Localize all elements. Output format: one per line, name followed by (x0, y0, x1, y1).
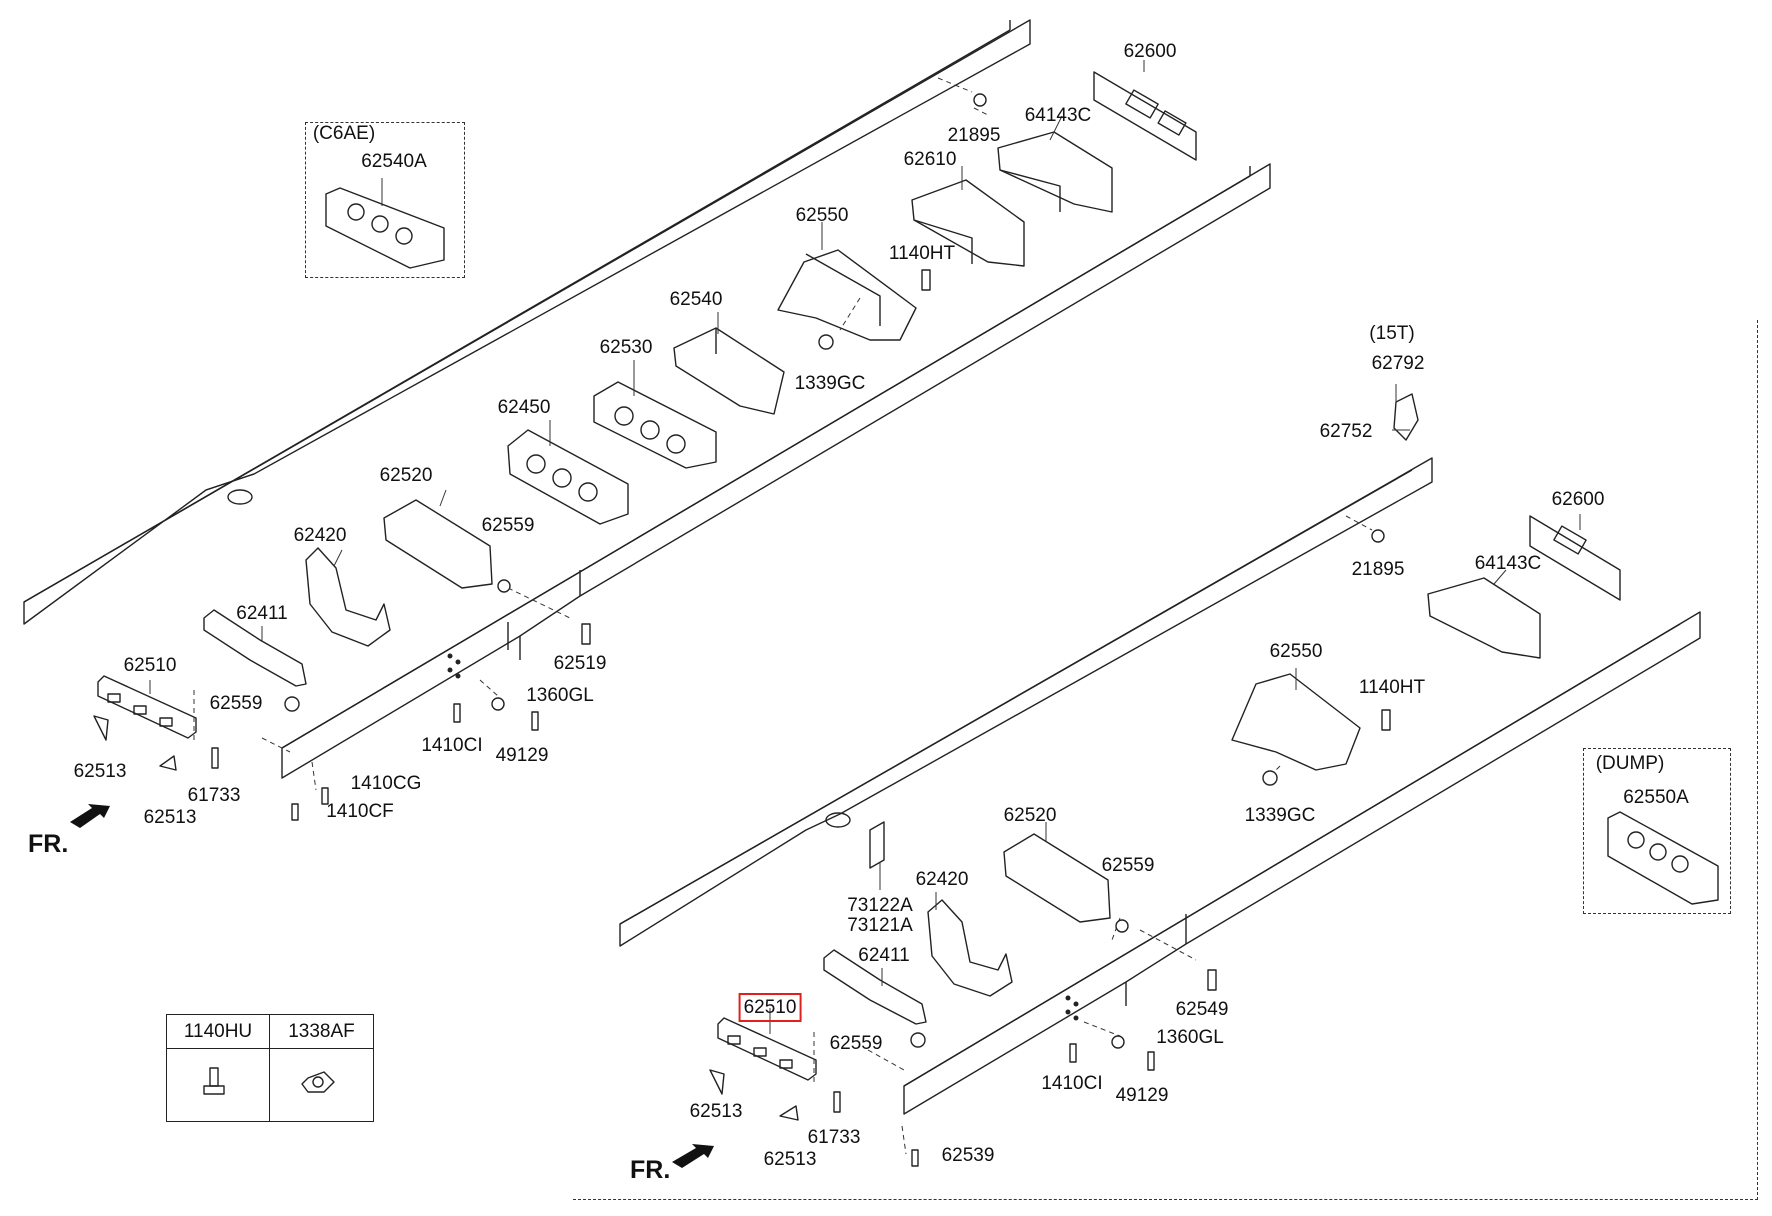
part-label: 62450 (497, 397, 551, 418)
part-label: 62559 (481, 515, 535, 536)
part-label: 62540A (361, 151, 427, 172)
crossmember-62550a (1607, 811, 1719, 905)
part-label: 1410CG (350, 773, 422, 794)
legend-header: 1338AF (270, 1015, 373, 1049)
part-label: 62520 (379, 465, 433, 486)
part-label: 62549 (1175, 999, 1229, 1020)
part-label: 21895 (1351, 559, 1405, 580)
inset-c6ae-frame (305, 122, 465, 278)
legend-header: 1140HU (167, 1015, 270, 1049)
part-label: 62519 (553, 653, 607, 674)
part-label: 62520 (1003, 805, 1057, 826)
part-label: 62550A (1623, 787, 1689, 808)
crossmember-62540 (673, 327, 785, 415)
crossmember-62450 (507, 429, 629, 525)
crossmember-62411-lower (823, 949, 927, 1025)
highlighted-part-label: 62510 (738, 993, 802, 1022)
part-label: 62513 (143, 807, 197, 828)
legend-cell-bolt (167, 1049, 270, 1121)
part-label: 62539 (941, 1145, 995, 1166)
part-label: 62550 (795, 205, 849, 226)
part-label: 62510 (123, 655, 177, 676)
crossmember-62530 (593, 381, 717, 469)
part-label: 62530 (599, 337, 653, 358)
left-side-rail-lower (619, 457, 1433, 947)
crossmember-62510-upper (97, 675, 197, 739)
bracket-73122a (869, 821, 885, 869)
bolt-icon (203, 1067, 225, 1095)
crossmember-62550-lower (1231, 673, 1361, 771)
part-label: 62540 (669, 289, 723, 310)
part-label: 1410CF (326, 801, 394, 822)
inset-c6ae-label: (C6AE) (312, 123, 376, 144)
part-label: 62559 (209, 693, 263, 714)
part-label: 64143C (1474, 553, 1542, 574)
crossmember-62600-upper (1093, 71, 1197, 161)
part-label: 1339GC (794, 373, 866, 394)
part-label: 1410CI (1041, 1073, 1103, 1094)
fastener-legend-table: 1140HU 1338AF (166, 1014, 374, 1122)
part-label: 62559 (1101, 855, 1155, 876)
crossmember-62600-lower (1529, 515, 1621, 601)
part-label: 62752 (1319, 421, 1373, 442)
part-label: 1339GC (1244, 805, 1316, 826)
inset-dump-frame (1583, 748, 1731, 914)
part-label: 49129 (495, 745, 549, 766)
crossmember-64143c-upper (997, 131, 1113, 213)
part-label: 62600 (1551, 489, 1605, 510)
front-label: FR. (28, 830, 69, 858)
part-label: 73121A (847, 915, 913, 936)
crossmember-62520-upper (383, 499, 493, 589)
legend-cell-nut (270, 1049, 373, 1121)
part-label: 21895 (947, 125, 1001, 146)
crossmember-64143c-lower (1427, 577, 1541, 659)
front-arrow-icon (70, 804, 714, 1168)
tow-hook-62792 (1393, 393, 1419, 441)
part-label: 62420 (915, 869, 969, 890)
part-label: 1360GL (1156, 1027, 1224, 1048)
front-label: FR. (630, 1156, 671, 1184)
nut-icon (301, 1071, 335, 1093)
part-label: 49129 (1115, 1085, 1169, 1106)
part-label: 1140HT (888, 243, 956, 264)
part-label: 62600 (1123, 41, 1177, 62)
part-label: 61733 (187, 785, 241, 806)
part-label: 64143C (1024, 105, 1092, 126)
part-label: 62610 (903, 149, 957, 170)
part-label: 1140HT (1358, 677, 1426, 698)
part-label: 62420 (293, 525, 347, 546)
part-label: 62550 (1269, 641, 1323, 662)
part-label: 62411 (858, 945, 910, 966)
part-label: 62513 (689, 1101, 743, 1122)
part-label: 62792 (1371, 353, 1425, 374)
bracket-62420-upper (305, 547, 391, 647)
part-label: 62559 (829, 1033, 883, 1054)
part-label: 62411 (236, 603, 288, 624)
crossmember-62520-lower (1003, 833, 1111, 923)
crossmember-62510-lower (717, 1017, 817, 1081)
inset-15t-label: (15T) (1369, 323, 1415, 344)
crossmember-62550-upper (777, 249, 917, 341)
crossmember-62540a (325, 187, 445, 269)
part-label: 62513 (73, 761, 127, 782)
inset-dump-label: (DUMP) (1595, 753, 1665, 774)
crossmember-62411-upper (203, 609, 307, 687)
part-label: 1360GL (526, 685, 594, 706)
part-label: 1410CI (421, 735, 483, 756)
bracket-62420-lower (927, 899, 1013, 997)
inset-15t-frame (573, 320, 1758, 1200)
crossmember-62610 (911, 179, 1025, 267)
part-label: 73122A (847, 895, 913, 916)
part-label: 61733 (807, 1127, 861, 1148)
part-label: 62513 (763, 1149, 817, 1170)
